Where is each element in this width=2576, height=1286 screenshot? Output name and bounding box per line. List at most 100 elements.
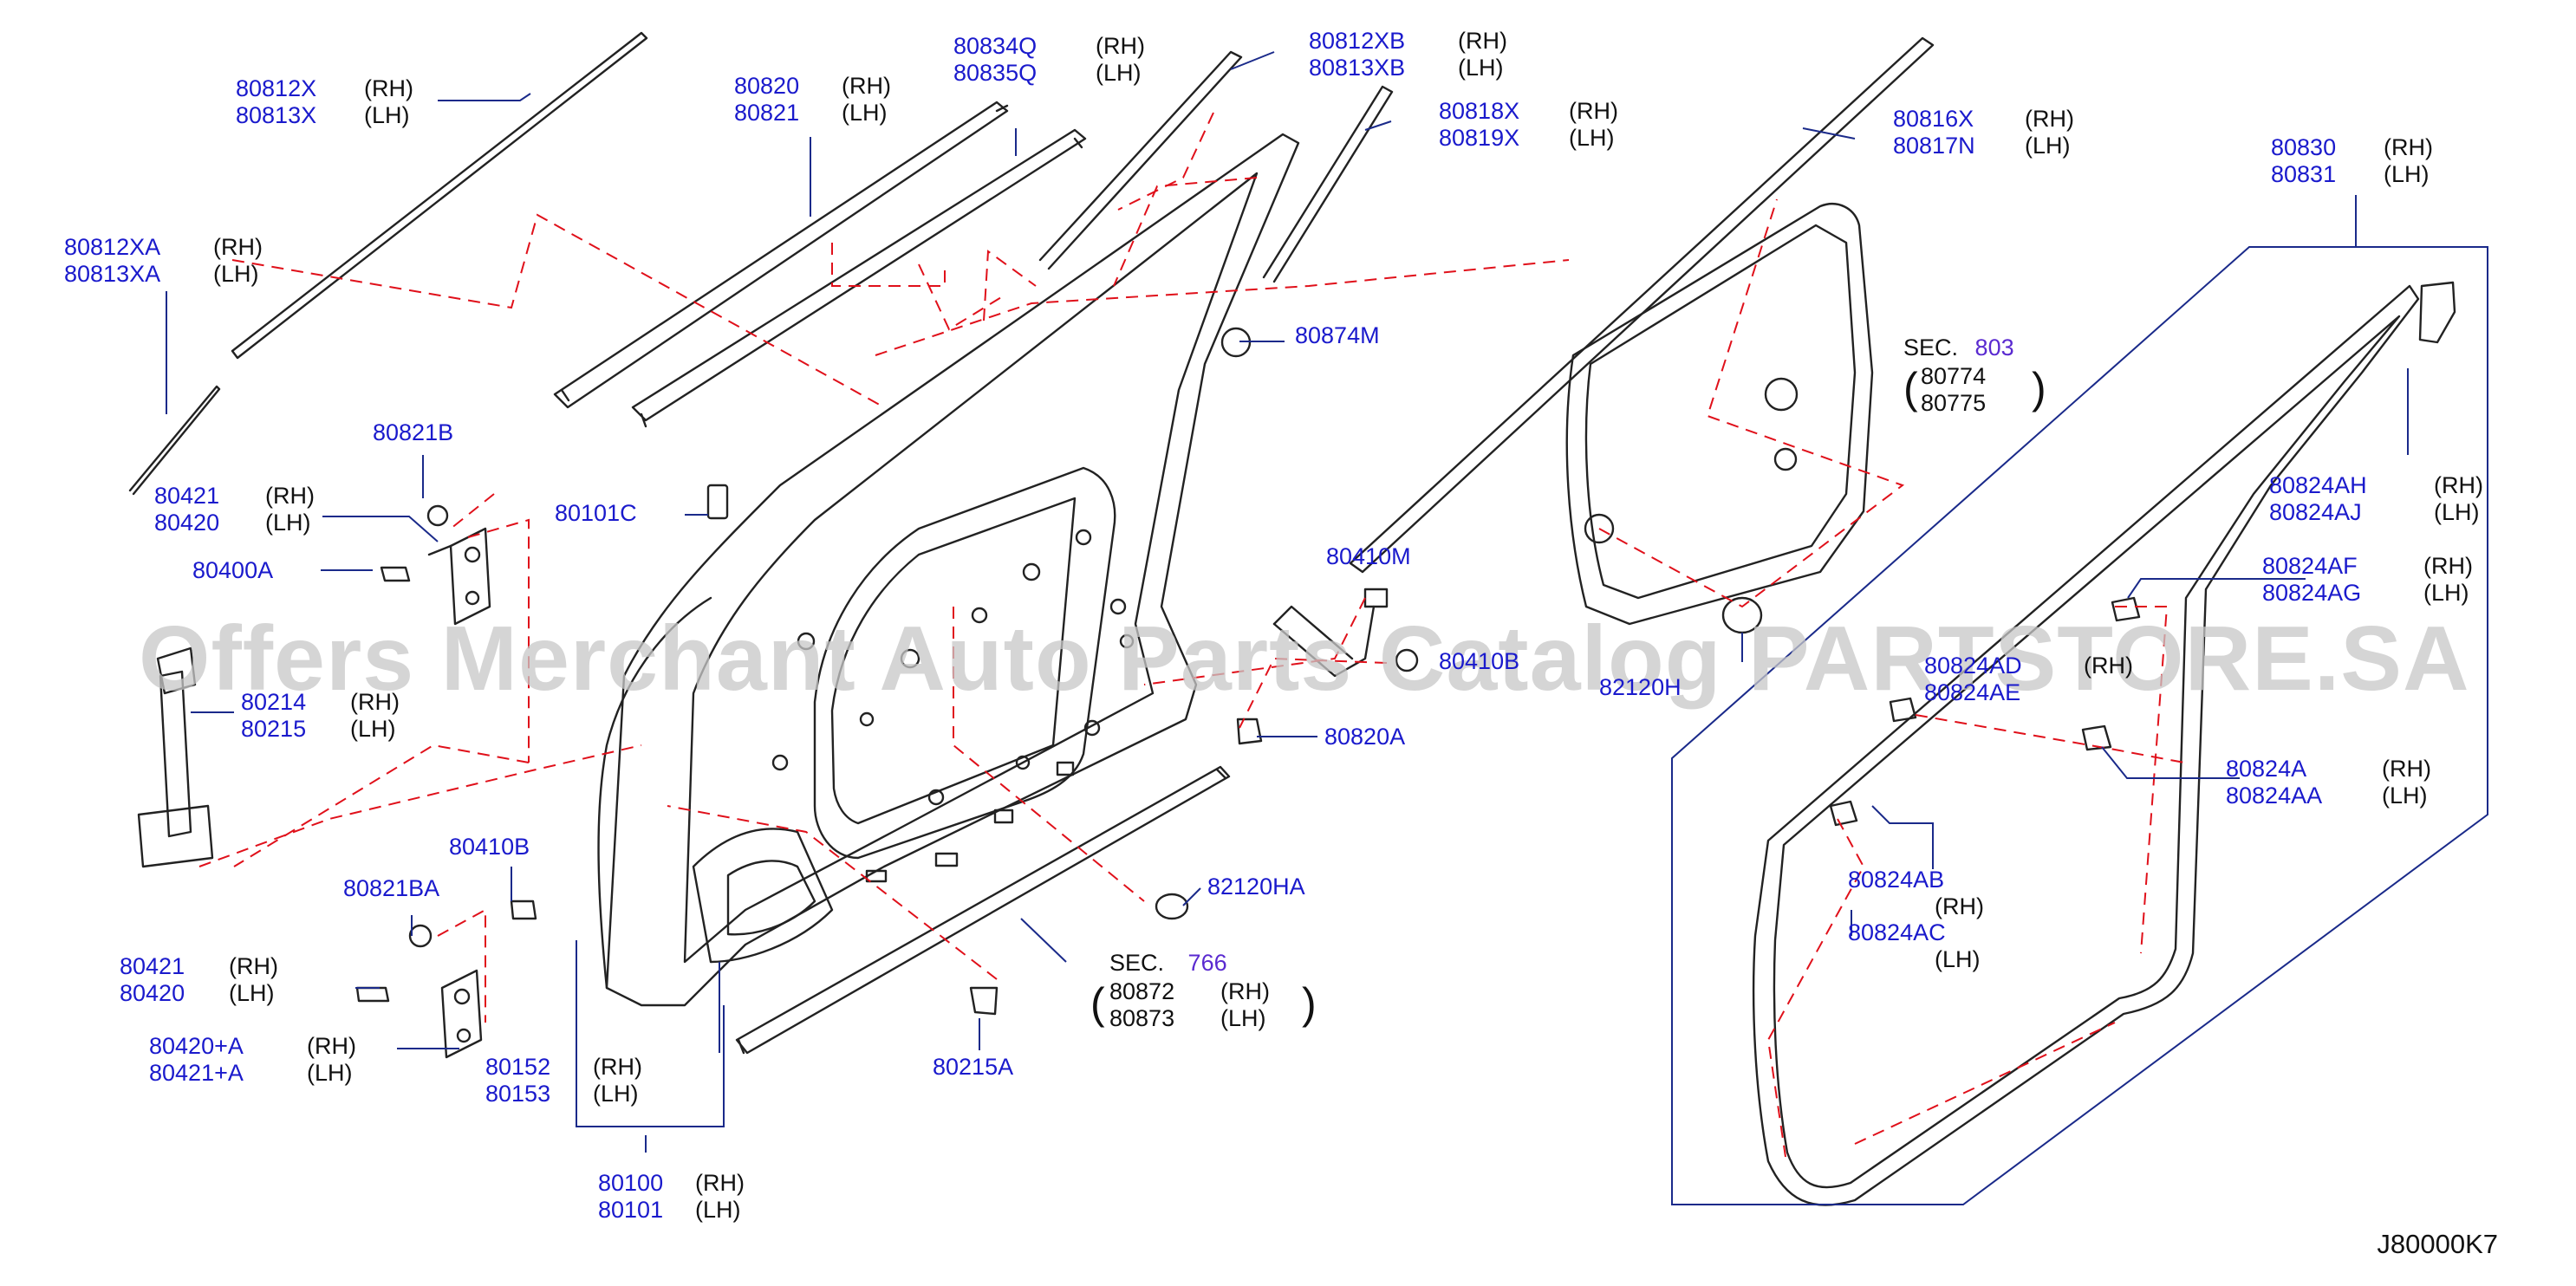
part-number[interactable]: 80820 (734, 73, 800, 99)
label-80420A[interactable]: 80420+A 80421+A (RH) (LH) (149, 1033, 356, 1087)
part-number[interactable]: 80812XB (1309, 28, 1406, 54)
label-80821B[interactable]: 80821B (373, 419, 453, 446)
part-number[interactable]: 80215A (933, 1054, 1014, 1080)
part-number[interactable]: 80831 (2271, 161, 2337, 187)
label-80410B-check[interactable]: 80410B (1439, 648, 1519, 675)
label-80874M[interactable]: 80874M (1295, 322, 1380, 349)
label-80824AB[interactable]: 80824AB (RH) (1848, 867, 1984, 919)
label-80830[interactable]: 80830 80831 (RH) (LH) (2271, 134, 2433, 188)
part-number[interactable]: 80821B (373, 419, 454, 445)
part-number[interactable]: 82120H (1599, 674, 1682, 700)
part-number[interactable]: 80101C (555, 500, 637, 526)
label-80821BA[interactable]: 80821BA (343, 875, 439, 902)
label-80824A[interactable]: 80824A 80824AA (RH) (LH) (2226, 756, 2431, 809)
section-ref-766[interactable]: SEC. 766 ( 80872 80873 (RH) (LH) ) (1090, 950, 1317, 1031)
side-rh: (RH) (1096, 33, 1145, 59)
side-rh: (RH) (307, 1033, 356, 1059)
part-number[interactable]: 80821 (734, 100, 800, 126)
section-number[interactable]: 766 (1187, 950, 1227, 976)
part-number[interactable]: 80824AD (1924, 653, 2022, 679)
part-number[interactable]: 80813XA (64, 261, 161, 287)
part-number[interactable]: 80420 (120, 980, 185, 1006)
part-number[interactable]: 80214 (241, 689, 307, 715)
label-80215A[interactable]: 80215A (933, 1054, 1013, 1081)
part-number[interactable]: 80824AC (1848, 919, 1946, 945)
label-80400A[interactable]: 80400A (192, 557, 273, 584)
part-number[interactable]: 80873 (1109, 1005, 1175, 1031)
part-number[interactable]: 80215 (241, 716, 307, 742)
part-number[interactable]: 80820A (1324, 724, 1406, 750)
label-80824AF[interactable]: 80824AF 80824AG (RH) (LH) (2262, 553, 2473, 607)
part-number[interactable]: 80812XA (64, 234, 161, 260)
part-number[interactable]: 80830 (2271, 134, 2337, 160)
label-80820A[interactable]: 80820A (1324, 724, 1405, 750)
label-80812X[interactable]: 80812X 80813X (RH) (LH) (236, 75, 413, 129)
section-ref-803[interactable]: SEC. 803 ( 80774 80775 ) (1903, 334, 2046, 416)
part-number[interactable]: 80774 (1921, 363, 1987, 389)
side-lh: (LH) (1096, 60, 1142, 86)
part-number[interactable]: 80824AE (1924, 679, 2021, 705)
part-number[interactable]: 80400A (192, 557, 274, 583)
part-number[interactable]: 80421 (154, 483, 220, 509)
label-80824AH[interactable]: 80824AH 80824AJ (RH) (LH) (2269, 472, 2483, 526)
door-shell (605, 133, 1300, 1007)
label-80100[interactable]: 80100 80101 (RH) (LH) (598, 1170, 745, 1224)
part-number[interactable]: 80420 (154, 510, 220, 536)
part-number[interactable]: 80410B (1439, 648, 1520, 674)
label-80812XA[interactable]: 80812XA 80813XA (RH) (LH) (64, 234, 263, 288)
part-number[interactable]: 80813X (236, 102, 317, 128)
part-number[interactable]: 80153 (485, 1081, 551, 1107)
door-lower-panel-inner (726, 860, 816, 936)
label-80152[interactable]: 80152 80153 (RH) (LH) (485, 1054, 642, 1107)
part-number[interactable]: 80824AB (1848, 867, 1945, 893)
part-number[interactable]: 80421+A (149, 1060, 244, 1086)
part-number[interactable]: 80421 (120, 953, 185, 979)
label-80421-lower[interactable]: 80421 80420 (RH) (LH) (120, 953, 278, 1007)
label-80812XB[interactable]: 80812XB 80813XB (RH) (LH) (1309, 28, 1507, 81)
part-number[interactable]: 80410M (1326, 543, 1411, 569)
part-number[interactable]: 80819X (1439, 125, 1520, 151)
part-number[interactable]: 80816X (1893, 106, 1974, 132)
part-number[interactable]: 80835Q (953, 60, 1038, 86)
part-number[interactable]: 80100 (598, 1170, 664, 1196)
label-80410B-hinge[interactable]: 80410B (449, 834, 530, 861)
side-rh: (RH) (1569, 98, 1618, 124)
part-number[interactable]: 80818X (1439, 98, 1520, 124)
label-80818X[interactable]: 80818X 80819X (RH) (LH) (1439, 98, 1618, 152)
part-number[interactable]: 80824AF (2262, 553, 2358, 579)
part-number[interactable]: 80824AJ (2269, 499, 2362, 525)
part-number[interactable]: 80410B (449, 834, 530, 860)
label-82120HA[interactable]: 82120HA (1207, 874, 1305, 900)
part-number[interactable]: 80821BA (343, 875, 440, 901)
part-number[interactable]: 82120HA (1207, 874, 1305, 900)
part-number[interactable]: 80812X (236, 75, 317, 101)
label-82120H[interactable]: 82120H (1599, 674, 1682, 701)
label-80421-upper[interactable]: 80421 80420 (RH) (LH) (154, 483, 315, 536)
part-number[interactable]: 80874M (1295, 322, 1380, 348)
part-number[interactable]: 80824AH (2269, 472, 2367, 498)
part-number[interactable]: 80817N (1893, 133, 1975, 159)
part-number[interactable]: 80824A (2226, 756, 2307, 782)
label-80816X[interactable]: 80816X 80817N (RH) (LH) (1893, 106, 2074, 159)
part-number[interactable]: 80152 (485, 1054, 551, 1080)
label-80834Q[interactable]: 80834Q 80835Q (RH) (LH) (953, 33, 1145, 87)
side-rh: (RH) (2382, 756, 2431, 782)
part-number[interactable]: 80813XB (1309, 55, 1406, 81)
label-80410M[interactable]: 80410M (1326, 543, 1411, 570)
part-number[interactable]: 80824AA (2226, 783, 2323, 809)
label-80824AC[interactable]: 80824AC (LH) (1848, 919, 1981, 972)
label-80214[interactable]: 80214 80215 (RH) (LH) (241, 689, 400, 743)
part-number[interactable]: 80101 (598, 1197, 664, 1223)
label-80820[interactable]: 80820 80821 (RH) (LH) (734, 73, 891, 127)
label-80101C[interactable]: 80101C (555, 500, 637, 527)
label-80824AD[interactable]: 80824AD 80824AE (RH) (1924, 653, 2133, 706)
section-number[interactable]: 803 (1974, 334, 2014, 360)
side-lh: (LH) (307, 1060, 353, 1086)
side-rh: (RH) (2084, 653, 2133, 679)
part-number[interactable]: 80834Q (953, 33, 1038, 59)
side-lh: (LH) (1458, 55, 1504, 81)
part-number[interactable]: 80420+A (149, 1033, 244, 1059)
part-number[interactable]: 80775 (1921, 390, 1987, 416)
part-number[interactable]: 80824AG (2262, 580, 2362, 606)
part-number[interactable]: 80872 (1109, 978, 1175, 1004)
